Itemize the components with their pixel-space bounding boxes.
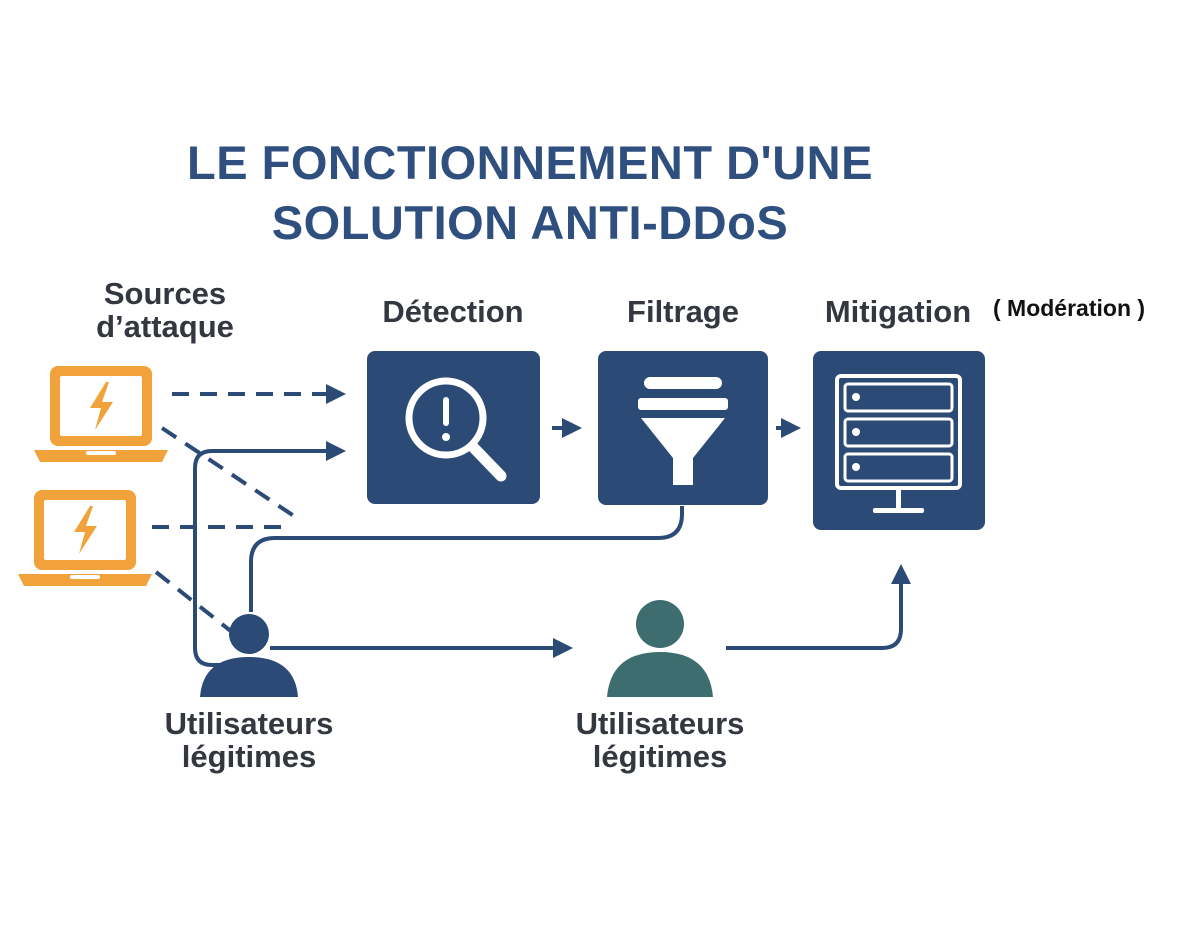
mitigation-label: Mitigation	[824, 294, 972, 329]
title-line-1: LE FONCTIONNEMENT D'UNE	[187, 136, 873, 189]
person-icon	[200, 614, 298, 697]
detection-label: Détection	[382, 294, 524, 329]
laptop-lightning-icon	[34, 366, 168, 462]
attack-sources-label: Sources d’attaque	[96, 276, 234, 344]
mitigation-box	[813, 351, 985, 530]
legit-users-right-label: Utilisateurs légitimes	[575, 706, 745, 774]
laptop-lightning-icon	[18, 490, 152, 586]
server-monitor-icon	[835, 374, 962, 513]
attack-traffic	[152, 384, 346, 634]
mitigation-note: ( Modération )	[993, 295, 1146, 321]
detection-box	[367, 351, 540, 504]
title-line-2: SOLUTION ANTI-DDoS	[271, 196, 789, 249]
legitimate-traffic	[193, 418, 911, 667]
funnel-icon	[638, 377, 728, 485]
person-icon	[607, 600, 713, 697]
magnifier-exclamation-icon	[405, 377, 507, 482]
legit-users-left-label: Utilisateurs légitimes	[164, 706, 334, 774]
filtering-label: Filtrage	[627, 294, 739, 329]
filtering-box	[598, 351, 768, 505]
